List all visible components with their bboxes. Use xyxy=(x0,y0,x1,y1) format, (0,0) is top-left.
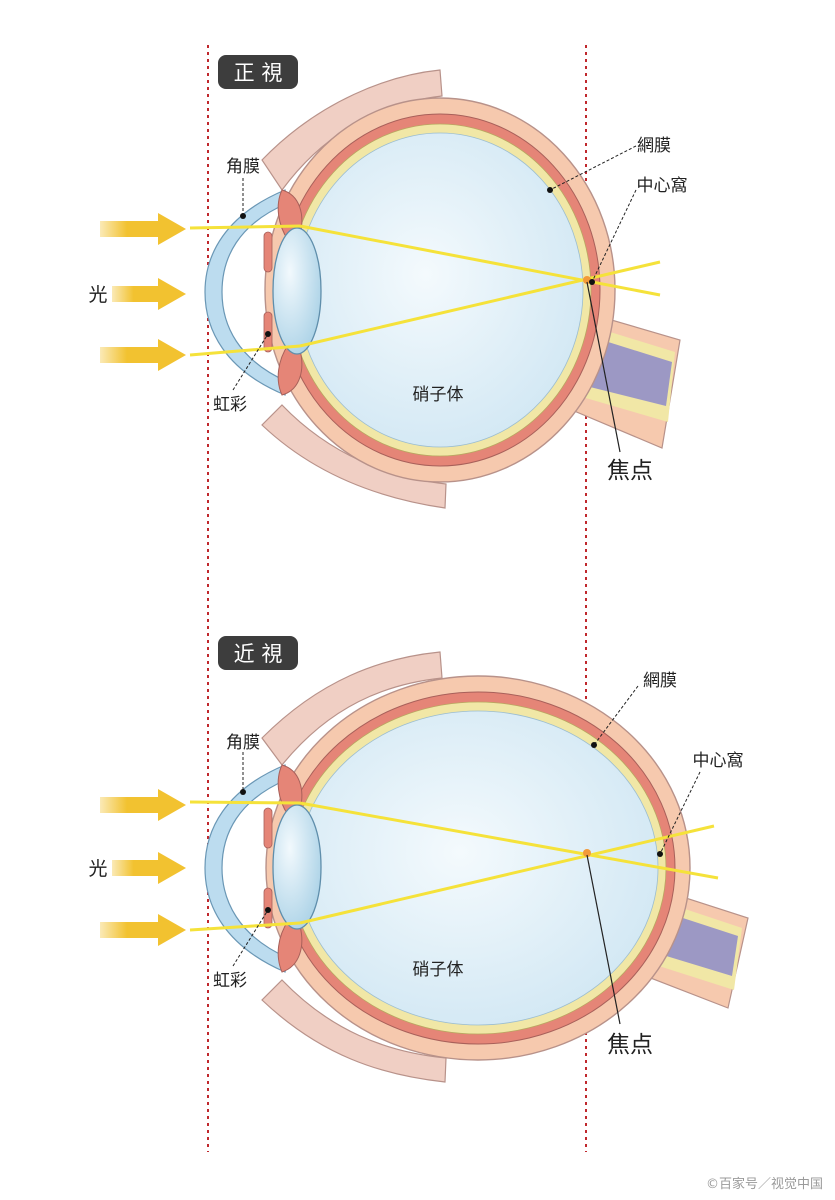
light-ray-bottom-normal xyxy=(189,344,301,357)
cornea-normal xyxy=(204,189,289,396)
upper-eyelid-normal xyxy=(261,69,443,192)
badge-normal-label: 正 視 xyxy=(234,61,283,85)
lower-eyelid-myopia xyxy=(261,979,447,1083)
lens-myopia xyxy=(272,804,322,930)
upper-eyelid-myopia xyxy=(261,651,443,766)
vitreous-label-normal: 硝子体 xyxy=(413,385,464,405)
light-ray-top-inner-normal xyxy=(299,224,661,297)
light-label-myopia: 光 xyxy=(88,858,107,880)
cornea-myopia xyxy=(204,764,289,973)
light-ray-top-normal xyxy=(189,224,301,230)
badge-myopia-label: 近 視 xyxy=(234,642,283,666)
lower-eyelid-normal xyxy=(261,404,447,509)
focal-point-myopia xyxy=(583,849,591,857)
retina-label-normal: 網膜 xyxy=(637,136,671,156)
retina-label-myopia: 網膜 xyxy=(643,671,677,691)
light-ray-bottom-inner-myopia xyxy=(299,824,715,925)
light-ray-top-inner-myopia xyxy=(299,801,719,880)
fovea-label-myopia: 中心窩 xyxy=(693,751,744,771)
iris-label-myopia: 虹彩 xyxy=(213,971,247,991)
light-ray-top-myopia xyxy=(189,800,301,805)
iris-label-normal: 虹彩 xyxy=(213,395,247,415)
light-ray-bottom-inner-normal xyxy=(299,260,661,348)
focus-label-normal: 焦点 xyxy=(607,458,653,484)
light-arrow-top-myopia xyxy=(100,789,186,821)
vitreous-label-myopia: 硝子体 xyxy=(413,960,464,980)
watermark: ©百家号／视觉中国 xyxy=(705,1177,823,1192)
badge-myopia: 近 視 xyxy=(218,636,298,670)
panel-normal: 正 視 xyxy=(88,55,688,509)
badge-normal: 正 視 xyxy=(218,55,298,89)
cornea-label-myopia: 角膜 xyxy=(226,733,260,753)
light-label-normal: 光 xyxy=(88,284,107,306)
cornea-label-normal: 角膜 xyxy=(226,157,260,177)
light-arrow-bottom-myopia xyxy=(100,914,186,946)
vitreous-myopia xyxy=(297,710,659,1026)
light-arrow-middle-myopia xyxy=(112,852,186,884)
focus-label-myopia: 焦点 xyxy=(607,1032,653,1058)
fovea-label-normal: 中心窩 xyxy=(637,176,688,196)
light-arrow-middle-normal xyxy=(112,278,186,310)
lens-normal xyxy=(272,227,322,355)
light-ray-bottom-myopia xyxy=(189,921,301,932)
panel-myopia: 近 視 xyxy=(88,636,749,1083)
light-arrow-bottom-normal xyxy=(100,339,186,371)
light-arrow-top-normal xyxy=(100,213,186,245)
